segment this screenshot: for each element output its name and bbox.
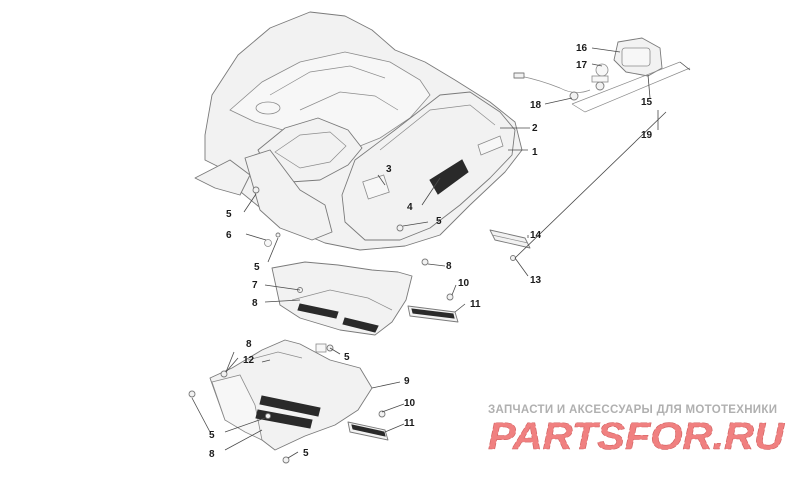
- watermark-logo: PARTSFOR.RU: [488, 416, 786, 456]
- callout-8a: 8: [446, 261, 452, 272]
- callout-11b: 11: [404, 418, 415, 429]
- callout-7: 7: [252, 280, 258, 291]
- callout-11a: 11: [470, 299, 481, 310]
- footwell-panel: [271, 261, 413, 336]
- callout-5b: 5: [436, 216, 442, 227]
- callout-8b: 8: [252, 298, 258, 309]
- watermark-tagline: ЗАПЧАСТИ И АКСЕССУАРЫ ДЛЯ МОТОТЕХНИКИ: [488, 404, 778, 416]
- rear-fender-body: [194, 11, 523, 251]
- callout-10a: 10: [458, 278, 470, 289]
- callout-15: 15: [641, 97, 653, 108]
- callout-12: 12: [243, 355, 255, 366]
- callout-8c: 8: [246, 339, 252, 350]
- callout-6: 6: [226, 230, 232, 241]
- callout-1: 1: [532, 147, 538, 158]
- callout-10b: 10: [404, 398, 416, 409]
- leader-lines: [191, 47, 691, 459]
- bracket-14: [489, 229, 531, 261]
- footrest-tread-upper: [407, 293, 459, 323]
- callout-17: 17: [576, 60, 588, 71]
- callout-2: 2: [532, 123, 538, 134]
- callout-8d: 8: [209, 449, 215, 460]
- taillight-assembly: [513, 37, 691, 113]
- callout-5e: 5: [209, 430, 215, 441]
- callout-14: 14: [530, 230, 542, 241]
- callout-4: 4: [407, 202, 413, 213]
- callout-19: 19: [641, 130, 653, 141]
- callout-5c: 5: [254, 262, 260, 273]
- callout-16: 16: [576, 43, 588, 54]
- footrest-tread-lower: [347, 421, 389, 441]
- watermark-logo-text: PARTSFOR.RU: [488, 416, 786, 456]
- callout-3: 3: [386, 164, 392, 175]
- fasteners: [188, 186, 429, 464]
- callout-9: 9: [404, 376, 410, 387]
- callout-5d: 5: [344, 352, 350, 363]
- callout-18: 18: [530, 100, 542, 111]
- callout-5f: 5: [303, 448, 309, 459]
- lower-footwell: [209, 339, 373, 451]
- callout-13: 13: [530, 275, 542, 286]
- callout-5a: 5: [226, 209, 232, 220]
- callout-labels: 1 2 3 4 5 5 5 5 5 5 6 7 8 8 8 8 9 10 10 …: [209, 43, 653, 460]
